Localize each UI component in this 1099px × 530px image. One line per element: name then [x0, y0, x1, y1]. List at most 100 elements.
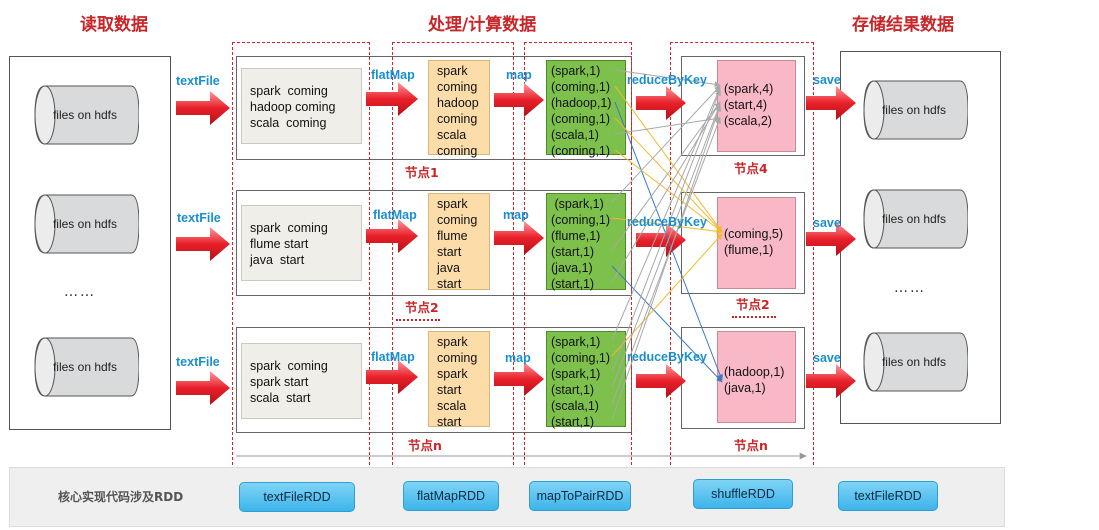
word-text: hadoop [437, 96, 479, 110]
word-text: start [437, 277, 462, 291]
node-dots-right [732, 316, 776, 318]
pair-text: (scala,1) [551, 128, 599, 142]
label-textfile-1: textFile [176, 74, 220, 88]
reduce-node-label-3: 节点n [734, 438, 768, 453]
word-text: spark [437, 367, 468, 381]
word-text: java [437, 261, 460, 275]
label-reduce-2: reduceByKey [627, 215, 707, 229]
arrow-save-2 [806, 222, 856, 256]
rdd-pill-textfile: textFileRDD [239, 482, 355, 512]
reduced-text: (flume,1) [724, 243, 774, 257]
label-reduce-3: reduceByKey [627, 350, 707, 364]
row-1-pairs: (spark,1) (coming,1) (hadoop,1) (coming,1) (… [546, 60, 626, 158]
line-text: spark coming [250, 84, 328, 98]
row-2-pairs: (spark,1)(coming,1)(flume,1)(start,1)(ja… [546, 193, 626, 291]
row-1-reduced: (spark,4)(start,4)(scala,2) [717, 60, 796, 152]
arrow-save-3 [806, 364, 856, 398]
row-2-reduced: (coming,5) (flume,1) [717, 197, 796, 289]
reduced-text: (start,4) [724, 98, 768, 112]
word-text: spark [437, 197, 468, 211]
line-text: spark start [250, 375, 309, 389]
rdd-pill-textfile-out: textFileRDD [838, 481, 938, 511]
line-text: hadoop coming [250, 100, 336, 114]
label-flatmap-2: flatMap [373, 208, 417, 222]
arrow-reduce-3 [636, 364, 686, 398]
reduce-node-label-2: 节点2 [736, 297, 770, 312]
target-file-2: files on hdfs [860, 189, 968, 249]
row-2-lines: spark coming flume start java start [241, 205, 362, 281]
label-map-2: map [503, 208, 529, 222]
target-file-label: files on hdfs [881, 355, 947, 369]
pair-text: (coming,1) [551, 80, 611, 94]
arrow-reduce-2 [636, 223, 686, 257]
pair-text: (start,1) [551, 245, 595, 259]
arrow-reduce-1 [636, 86, 686, 120]
pair-text: (coming,1) [551, 144, 611, 158]
label-textfile-2: textFile [177, 211, 221, 225]
arrow-map-2 [494, 221, 544, 255]
line-text: flume start [250, 237, 309, 251]
word-text: scala [437, 128, 467, 142]
word-text: start [437, 415, 462, 429]
line-text: spark coming [250, 221, 328, 235]
word-text: coming [437, 112, 478, 126]
rdd-caption: 核心实现代码涉及RDD [58, 490, 184, 504]
cylinder-icon [34, 337, 139, 397]
word-text: flume [437, 229, 468, 243]
cylinder-icon [863, 332, 968, 392]
pair-text: (spark,1) [551, 335, 601, 349]
target-file-label: files on hdfs [881, 212, 947, 226]
pair-text: (start,1) [551, 415, 595, 429]
ellipsis-right: …… [894, 280, 926, 296]
arrow-textfile-1 [176, 91, 230, 125]
node-label-1: 节点1 [405, 165, 439, 180]
cylinder-icon [34, 194, 139, 254]
row-3-pairs: (spark,1) (coming,1) (spark,1) (start,1) (sc… [546, 331, 626, 429]
reduced-text: (hadoop,1) [724, 365, 785, 379]
pair-text: (java,1) [551, 261, 593, 275]
cylinder-icon [34, 85, 139, 145]
label-flatmap-3: flatMap [371, 350, 415, 364]
pair-text: (hadoop,1) [551, 96, 612, 110]
source-file-1: files on hdfs [31, 85, 139, 145]
reduced-text: (java,1) [724, 381, 766, 395]
source-file-3: files on hdfs [31, 337, 139, 397]
word-text: scala [437, 399, 467, 413]
target-file-label: files on hdfs [881, 103, 947, 117]
cylinder-icon [863, 80, 968, 140]
reduced-text: (scala,2) [724, 114, 772, 128]
word-text: start [437, 383, 462, 397]
line-text: scala start [250, 391, 311, 405]
word-text: start [437, 245, 462, 259]
arrow-flatmap-1 [366, 82, 418, 116]
pair-text: (spark,1) [551, 64, 601, 78]
line-text: java start [250, 253, 305, 267]
pair-text: (scala,1) [551, 399, 599, 413]
rdd-pill-maptopair: mapToPairRDD [529, 481, 631, 511]
source-file-label: files on hdfs [52, 360, 118, 374]
word-text: spark [437, 64, 468, 78]
reduce-node-label-1: 节点4 [734, 161, 768, 176]
reduced-text: (coming,5) [724, 227, 784, 241]
source-file-2: files on hdfs [31, 194, 139, 254]
node-dots-left [396, 319, 440, 321]
arrow-map-1 [494, 83, 544, 117]
target-file-3: files on hdfs [860, 332, 968, 392]
arrow-flatmap-3 [366, 360, 418, 394]
row-3-reduced: (hadoop,1) (java,1) [717, 331, 796, 423]
shuffle-lines [611, 69, 723, 421]
arrow-textfile-3 [176, 371, 230, 405]
pair-text: (coming,1) [551, 112, 611, 126]
ellipsis-left: …… [64, 284, 96, 300]
pair-text: (start,1) [551, 277, 595, 291]
label-textfile-3: textFile [176, 355, 220, 369]
pair-text: (coming,1) [551, 351, 611, 365]
node-label-3: 节点n [408, 438, 442, 453]
word-text: coming [437, 351, 478, 365]
pair-text: (spark,1) [551, 367, 601, 381]
target-file-1: files on hdfs [860, 80, 968, 140]
arrow-textfile-2 [176, 227, 230, 261]
